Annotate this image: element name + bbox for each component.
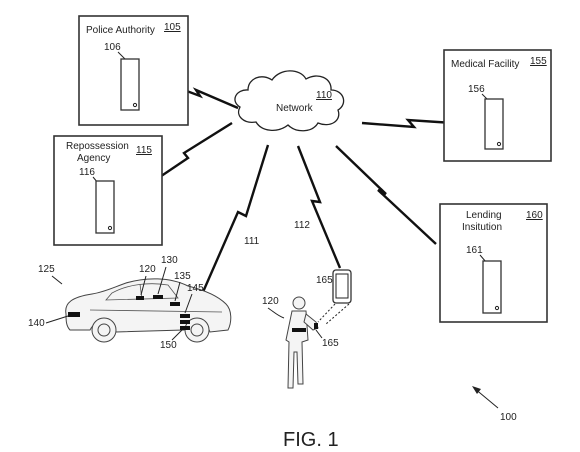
- medical-server-ref: 156: [468, 84, 485, 95]
- link-medical: [361, 118, 469, 129]
- link-vehicle: [194, 144, 270, 309]
- link-mobile: [296, 145, 342, 269]
- lending-title-line1: Lending: [466, 210, 502, 221]
- repossession-server-ref: 116: [79, 167, 95, 178]
- device-ref-2: 165: [322, 338, 339, 349]
- vehicle-ref: 125: [38, 264, 55, 275]
- police-authority-box: Police Authority 105 106: [78, 15, 189, 126]
- part-ref-130: 130: [161, 255, 178, 266]
- link-repossession: [141, 121, 233, 190]
- lending-title-line2: Insitution: [462, 222, 502, 233]
- repossession-title-line2: Agency: [77, 153, 110, 164]
- network-ref: 110: [316, 90, 332, 101]
- medical-facility-box: Medical Facility 155 156: [443, 49, 552, 162]
- vehicle: [65, 278, 232, 343]
- lending-server-ref: 161: [466, 245, 483, 256]
- communication-links: [141, 76, 469, 309]
- server-icon: [484, 98, 504, 150]
- network-cloud: Network 110: [234, 70, 345, 132]
- system-ref-arrow: 100: [472, 386, 517, 423]
- link-vehicle-ref: 111: [244, 236, 260, 247]
- police-server-ref: 106: [104, 42, 121, 53]
- person: 120 165: [262, 296, 339, 389]
- server-icon: [95, 180, 115, 234]
- police-ref: 105: [164, 22, 181, 33]
- medical-title: Medical Facility: [451, 59, 519, 70]
- part-ref-150: 150: [160, 340, 177, 351]
- repossession-agency-box: Repossession Agency 115 116: [53, 135, 163, 246]
- mobile-device: 165: [316, 269, 352, 325]
- server-icon: [120, 58, 140, 111]
- part-ref-140: 140: [28, 318, 45, 329]
- person-ref: 120: [262, 296, 279, 307]
- network-label: Network: [276, 103, 314, 114]
- part-ref-135: 135: [174, 271, 191, 282]
- police-title: Police Authority: [86, 25, 155, 36]
- vehicle-callouts: 125 120 130 135 145 140 150: [28, 255, 204, 351]
- link-lending: [335, 145, 437, 245]
- repossession-title-line1: Repossession: [66, 141, 129, 152]
- figure-label: FIG. 1: [283, 429, 339, 451]
- medical-ref: 155: [530, 56, 547, 67]
- repossession-ref: 115: [136, 145, 152, 156]
- system-ref: 100: [500, 412, 517, 423]
- lending-institution-box: Lending Insitution 160 161: [439, 203, 548, 323]
- part-ref-120: 120: [139, 264, 156, 275]
- device-ref: 165: [316, 275, 333, 286]
- link-mobile-ref: 112: [294, 220, 310, 231]
- server-icon: [482, 260, 502, 314]
- part-ref-145: 145: [187, 283, 204, 294]
- lending-ref: 160: [526, 210, 543, 221]
